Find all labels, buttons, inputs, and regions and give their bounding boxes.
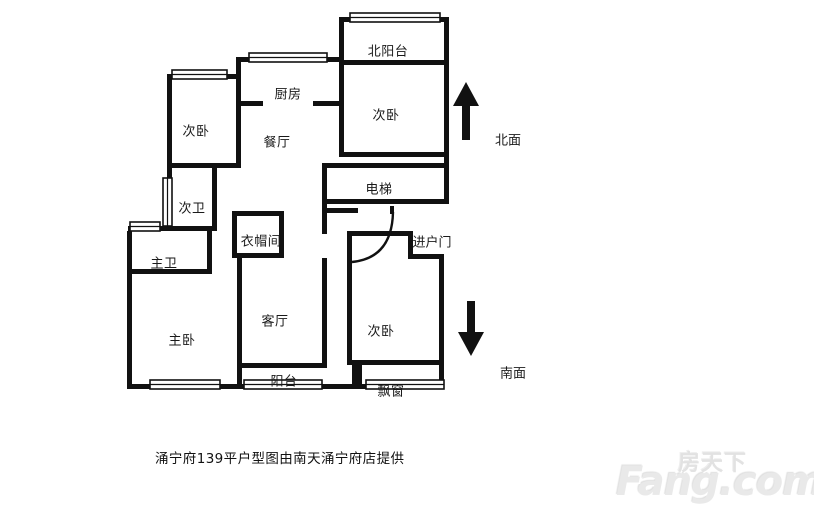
window-master-bed: [149, 379, 221, 390]
wall-sec-bath-bottom: [128, 226, 217, 231]
window-balcony-south: [243, 379, 323, 390]
entry-door-arc-icon: [351, 206, 395, 264]
wall-closet-bottom: [232, 253, 284, 258]
watermark: Fang.com 房天下: [612, 443, 814, 513]
wall-kitchen-door-left: [236, 101, 263, 106]
window-sec-bathroom: [162, 177, 173, 227]
room-label-dining-room: 餐厅: [263, 135, 291, 151]
wall-closet-top: [232, 211, 284, 216]
wall-closet-right: [279, 211, 284, 256]
window-north-balcony: [349, 12, 441, 23]
floor-plan-caption: 涌宁府139平户型图由南天涌宁府店提供: [155, 451, 405, 467]
wall-master-bath-left: [127, 231, 132, 273]
window-master-bath: [129, 221, 161, 232]
wall-master-bath-bottom: [127, 269, 212, 274]
wall-se-bed-top: [347, 231, 412, 236]
window-bay: [365, 379, 445, 390]
wall-elevator-left: [322, 163, 327, 204]
watermark-chinese-text: 房天下: [678, 451, 748, 476]
wall-se-bed-step-v: [408, 231, 413, 258]
wall-master-bed-left: [127, 269, 132, 389]
wall-se-bed-bottom: [347, 360, 444, 365]
wall-living-right: [322, 258, 327, 368]
room-label-bedroom-northeast: 次卧: [372, 108, 400, 124]
wall-se-bed-step-h: [408, 254, 443, 259]
windows-group: [129, 12, 445, 390]
wall-ne-bedroom-bottom: [339, 152, 449, 157]
wall-ne-balcony-right: [444, 17, 449, 63]
room-label-living-room: 客厅: [261, 314, 289, 330]
wall-master-bath-right: [207, 231, 212, 274]
wall-nw-bed-right: [236, 74, 241, 168]
room-label-bathroom-master: 主卫: [150, 256, 178, 272]
wall-sec-bath-right: [212, 175, 217, 230]
wall-elevator-top: [322, 163, 449, 168]
wall-bay-left: [357, 365, 362, 389]
wall-se-bed-left: [347, 231, 352, 364]
wall-nw-bed-bottom: [167, 163, 241, 168]
room-label-bedroom-southeast: 次卧: [367, 324, 395, 340]
wall-ne-bedroom-right: [444, 60, 449, 157]
room-label-kitchen: 厨房: [274, 87, 302, 103]
window-kitchen: [248, 52, 328, 63]
wall-hall-top-stub: [322, 208, 358, 213]
wall-closet-left: [232, 216, 237, 258]
wall-living-left: [237, 258, 242, 368]
wall-ne-balcony-bottom: [339, 60, 449, 65]
south-arrow-icon: [458, 301, 484, 356]
window-nw-bedroom: [171, 69, 228, 80]
wall-hall-left: [322, 204, 327, 234]
room-label-walk-in-closet: 衣帽间: [240, 234, 282, 250]
north-direction-label: 北面: [494, 133, 522, 149]
wall-kitchen-door-right: [313, 101, 341, 106]
wall-balcony-right: [352, 363, 357, 389]
room-label-bedroom-master: 主卧: [168, 333, 196, 349]
room-label-north-balcony: 北阳台: [367, 44, 409, 60]
south-direction-label: 南面: [499, 366, 527, 382]
wall-nw-bed-left: [167, 74, 172, 168]
room-label-bay-window: 飘窗: [377, 384, 405, 400]
north-arrow-icon: [453, 82, 479, 140]
wall-ne-balcony-left: [339, 17, 344, 63]
wall-living-bottom: [237, 363, 327, 368]
wall-nw-bed-door-stub: [212, 163, 217, 175]
wall-elevator-right: [444, 157, 449, 204]
wall-se-bed-right: [439, 254, 444, 364]
wall-ne-bedroom-left: [339, 60, 344, 155]
watermark-latin-text: Fang.com: [616, 459, 814, 505]
room-label-bathroom-secondary: 次卫: [178, 201, 206, 217]
wall-elevator-bottom: [322, 199, 449, 204]
room-label-balcony-south: 阳台: [270, 374, 298, 390]
room-label-bedroom-northwest: 次卧: [182, 124, 210, 140]
room-label-elevator: 电梯: [365, 182, 393, 198]
wall-bay-right: [439, 365, 444, 389]
entry-door-label: 进户门: [412, 235, 452, 251]
